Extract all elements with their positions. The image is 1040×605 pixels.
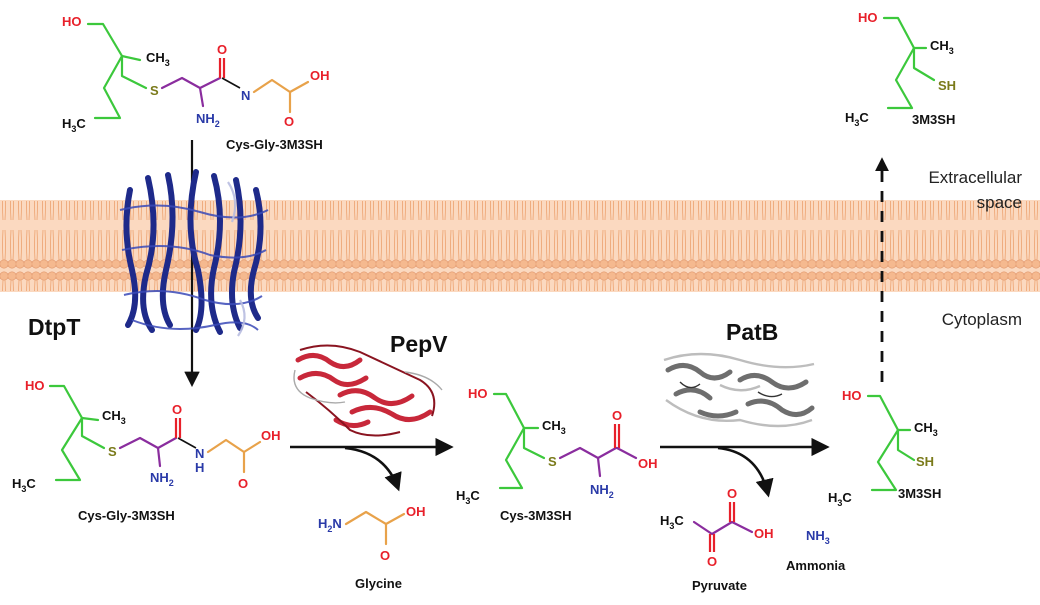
methyl-end-atom: H3C [845, 110, 869, 128]
pyruvate-caption: Pyruvate [692, 578, 747, 593]
thiol-out-caption: 3M3SH [912, 112, 955, 127]
methyl-atom: CH3 [930, 38, 954, 56]
hydroxyl-atom: OH [754, 526, 774, 541]
oxygen-atom: O [217, 42, 227, 57]
thiol-atom: SH [938, 78, 956, 93]
amine-atom: NH2 [150, 470, 174, 488]
methyl-atom: CH3 [146, 50, 170, 68]
hydroxyl-atom: OH [310, 68, 330, 83]
amine-atom: NH2 [590, 482, 614, 500]
glycine-release-arrow [344, 446, 402, 492]
amine-atom: NH2 [196, 111, 220, 129]
methyl-end-atom: H3C [62, 116, 86, 134]
hydroxyl-atom: HO [842, 388, 862, 403]
extracellular-label: Extracellular [928, 168, 1022, 187]
cytoplasm-label: Cytoplasm [942, 310, 1022, 329]
molecule-cys-3m3sh: HO CH3 H3C S NH2 O OH Cys-3M3SH [456, 386, 658, 523]
pepv-protein-structure [293, 344, 443, 437]
molecule-glycine: H2N O OH Glycine [318, 504, 426, 591]
methyl-atom: H3C [660, 513, 684, 531]
amine-atom: H2N [318, 516, 342, 534]
hydroxyl-atom: OH [406, 504, 426, 519]
cysgly-bottom-caption: Cys-Gly-3M3SH [78, 508, 175, 523]
hydrogen-atom: H [195, 460, 204, 475]
hydroxyl-atom: HO [468, 386, 488, 401]
oxygen-atom: O [380, 548, 390, 563]
patb-protein-structure [663, 352, 815, 428]
sulfur-atom: S [150, 83, 159, 98]
hydroxyl-atom: OH [638, 456, 658, 471]
oxygen-atom: O [284, 114, 294, 129]
pepv-label: PepV [390, 331, 448, 357]
sulfur-atom: S [108, 444, 117, 459]
oxygen-atom: O [727, 486, 737, 501]
oxygen-atom: O [238, 476, 248, 491]
methyl-end-atom: H3C [828, 490, 852, 508]
extracellular-space-label: space [977, 193, 1022, 212]
hydroxyl-atom: HO [62, 14, 82, 29]
ammonia-caption: Ammonia [786, 558, 846, 573]
byproduct-release-arrow [717, 446, 774, 498]
oxygen-atom: O [707, 554, 717, 569]
thiol-atom: SH [916, 454, 934, 469]
patb-label: PatB [726, 319, 778, 345]
methyl-end-atom: H3C [12, 476, 36, 494]
cysgly-top-caption: Cys-Gly-3M3SH [226, 137, 323, 152]
molecule-pyruvate: H3C O O OH Pyruvate [660, 486, 774, 593]
molecule-3m3sh-extracellular: HO CH3 H3C SH 3M3SH [845, 10, 956, 128]
oxygen-atom: O [172, 402, 182, 417]
hydroxyl-atom: HO [25, 378, 45, 393]
methyl-atom: CH3 [102, 408, 126, 426]
nitrogen-atom: N [241, 88, 250, 103]
dtpt-label: DtpT [28, 314, 80, 340]
sulfur-atom: S [548, 454, 557, 469]
hydroxyl-atom: OH [261, 428, 281, 443]
hydroxyl-atom: HO [858, 10, 878, 25]
molecule-cysgly-3m3sh-top: HO CH3 H3C S NH2 O N O OH Cys-Gly-3M3SH [62, 14, 330, 152]
methyl-atom: CH3 [542, 418, 566, 436]
methyl-atom: CH3 [914, 420, 938, 438]
molecule-3m3sh-cytoplasm: HO CH3 H3C SH 3M3SH [828, 388, 941, 508]
molecule-ammonia: NH3 Ammonia [786, 528, 846, 573]
molecule-cysgly-3m3sh-bottom: HO CH3 H3C S NH2 O N H O OH Cys-Gly-3M3S… [12, 378, 281, 523]
oxygen-atom: O [612, 408, 622, 423]
thiol-in-caption: 3M3SH [898, 486, 941, 501]
nitrogen-atom: N [195, 446, 204, 461]
methyl-end-atom: H3C [456, 488, 480, 506]
ammonia-formula: NH3 [806, 528, 830, 546]
cys-caption: Cys-3M3SH [500, 508, 572, 523]
dtpt-protein-structure [119, 169, 269, 337]
glycine-caption: Glycine [355, 576, 402, 591]
